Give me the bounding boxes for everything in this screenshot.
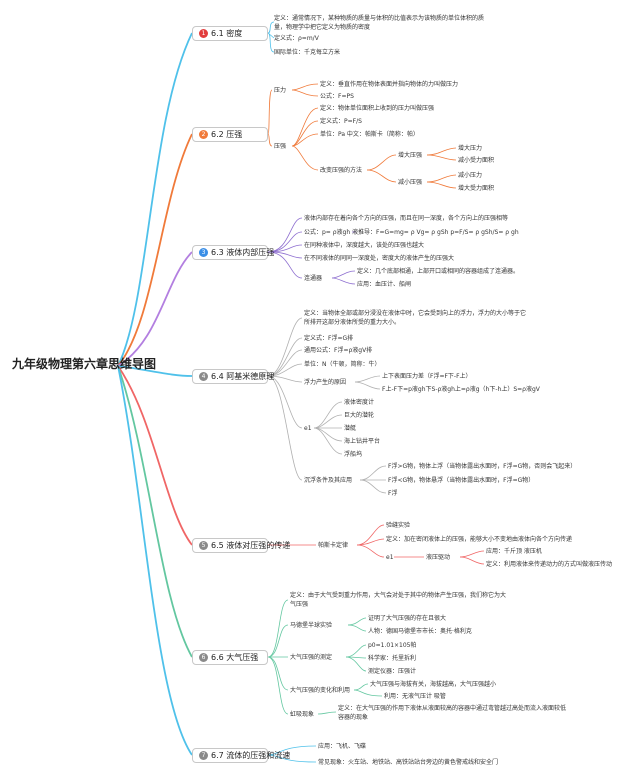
sink-float-condition: F浮<G物，物体悬浮（当物体露出水面时，F浮=G物）	[388, 477, 535, 484]
buoyancy-cause-item: 上下表面压力差（F浮=F下-F上）	[382, 373, 472, 380]
sink-float-condition: F浮>G物，物体上浮（当物体露出水面时，F浮=G物，否则会飞起来）	[388, 463, 577, 470]
measurement-item: 科学家：托里拆利	[368, 655, 417, 662]
hydraulic-drive-node: 液压驱动	[426, 554, 451, 561]
section-number-badge: 1	[199, 29, 208, 38]
buoyancy-general-formula: 通用公式：F浮=ρ液gV排	[304, 347, 373, 354]
connector-definition: 定义：几个底部相通，上部开口或相同的容器组成了连通器。	[357, 268, 520, 275]
pressure-change-item: 利用：无液气压计 吸管	[384, 693, 446, 700]
magdeburg-item: 证明了大气压强的存在且很大	[368, 615, 447, 622]
fluid-phenomenon: 常见现象：火车站、地铁站、高铁站站台旁边的黄色警戒线和安全门	[318, 759, 499, 766]
fluid-application: 应用：飞机、飞碟	[318, 743, 367, 750]
section-6-7-node[interactable]: 7 6.7 流体的压强和流速	[192, 748, 290, 763]
connector-application: 应用：血压计、船闸	[357, 281, 412, 288]
pressure-measurement-node: 大气压强的测定	[290, 654, 333, 661]
section-title: 6.1 密度	[211, 29, 243, 38]
section-title: 6.2 压强	[211, 130, 243, 139]
section-6-2-node[interactable]: 2 6.2 压强	[192, 127, 268, 142]
section-number-badge: 6	[199, 653, 208, 662]
pressure-formula: 定义式：P=F/S	[320, 118, 362, 125]
different-liquid-rule: 在不同液体的同同一深度处，密度大的液体产生的压强大	[304, 255, 455, 262]
liquid-pressure-derivation: 推导：F=G=mg= ρ Vg= ρ gSh p=F/S= ρ gSh/S= ρ…	[358, 229, 519, 236]
pascal-experiment: 验缝实验	[386, 522, 411, 529]
buoyancy-cause-item: F上-F下=p液gh下S-ρ液gh上=ρ液g（h下-h上）S=ρ液gV	[382, 386, 540, 393]
pressure-force-node: 压力	[274, 87, 287, 94]
application-item: 潜艇	[344, 425, 357, 432]
section-number-badge: 3	[199, 248, 208, 257]
siphon-definition: 定义：在大气压强的作用下液体从液面较高的容器中通过弯管越过高处而流入液面较低容器…	[338, 705, 567, 721]
application-item: 液体密度计	[344, 399, 375, 406]
increase-pressure: 增大压强	[398, 152, 423, 159]
measurement-item: 测定仪器：压强计	[368, 668, 417, 675]
section-6-6-node[interactable]: 6 6.6 大气压强	[192, 650, 268, 665]
magdeburg-experiment-node: 马德堡半球实验	[290, 622, 333, 629]
pascal-law-node: 帕斯卡定律	[318, 542, 349, 549]
increase-pressure-item: 减小受力面积	[458, 157, 495, 164]
density-definition: 定义：通常情况下，某种物质的质量与体积的比值表示为该物质的单位体积的质量，物理学…	[274, 15, 485, 31]
atmospheric-pressure-definition: 定义：由于大气受到重力作用，大气会对处于其中的物体产生压强，我们称它为大气压强	[290, 592, 507, 608]
buoyancy-unit: 单位：N（牛顿，简称：牛）	[304, 361, 381, 368]
liquid-pressure-description: 液体内部存在着向各个方向的压强，而且在同一深度，各个方向上的压强相等	[304, 215, 509, 222]
sink-float-conditions-node: 沉浮条件及其应用	[304, 477, 353, 484]
section-number-badge: 4	[199, 372, 208, 381]
buoyancy-application-node: e1	[304, 425, 312, 432]
pressure-change-item: 大气压强与海拔有关，海拔越高，大气压强越小	[370, 681, 497, 688]
application-item: 浮船坞	[344, 451, 363, 458]
buoyancy-cause-node: 浮力产生的原因	[304, 379, 347, 386]
measurement-item: p0=1.01×105帕	[368, 642, 417, 649]
pressure-force-definition: 定义：垂直作用在物体表面并指向物体的力叫做压力	[320, 81, 459, 88]
change-pressure-methods: 改变压强的方法	[320, 167, 363, 174]
connector-node: 连通器	[304, 275, 323, 282]
decrease-pressure-item: 减小压力	[458, 172, 483, 179]
buoyancy-definition: 定义：当物体全部或部分浸没在液体中时，它会受到向上的浮力，浮力的大小等于它所排开…	[304, 310, 527, 326]
section-title: 6.4 阿基米德原理	[211, 372, 275, 381]
section-title: 6.5 液体对压强的传递	[211, 541, 291, 550]
siphon-node: 虹吸现象	[290, 711, 315, 718]
magdeburg-item: 人物：德国马德堡市市长：奥托·格利克	[368, 628, 472, 635]
section-title: 6.3 液体内部压强	[211, 248, 275, 257]
density-formula: 定义式：ρ=m/V	[274, 35, 319, 42]
section-6-4-node[interactable]: 4 6.4 阿基米德原理	[192, 369, 274, 384]
section-title: 6.7 流体的压强和流速	[211, 751, 291, 760]
section-6-3-node[interactable]: 3 6.3 液体内部压强	[192, 245, 274, 260]
map-title: 九年级物理第六章思维导图	[12, 357, 157, 371]
liquid-pressure-formula: 公式：p= ρ液gh 液	[304, 229, 359, 236]
sink-float-condition: F浮	[388, 490, 398, 497]
section-6-1-node[interactable]: 1 6.1 密度	[192, 26, 268, 41]
same-liquid-rule: 在同种液体中，深度越大，该处的压强也越大	[304, 242, 425, 249]
pascal-e1-node: e1	[386, 554, 394, 561]
section-number-badge: 7	[199, 751, 208, 760]
section-number-badge: 5	[199, 541, 208, 550]
decrease-pressure: 减小压强	[398, 179, 423, 186]
section-title: 6.6 大气压强	[211, 653, 259, 662]
section-number-badge: 2	[199, 130, 208, 139]
pressure-change-node: 大气压强的变化和利用	[290, 687, 351, 694]
pressure-node: 压强	[274, 143, 287, 150]
hydraulic-application: 应用：千斤顶 液压机	[486, 548, 542, 555]
increase-pressure-item: 增大压力	[458, 145, 483, 152]
pressure-definition: 定义：物体单位面积上收到的压力叫做压强	[320, 105, 435, 112]
buoyancy-def-formula: 定义式：F浮=G排	[304, 335, 354, 342]
pascal-definition: 定义：加在密闭液体上的压强，能够大小不变地由液体向各个方向传递	[386, 536, 573, 543]
pressure-unit: 单位：Pa 中文：帕斯卡（简称：帕）	[320, 131, 419, 138]
application-item: 海上钻井平台	[344, 438, 381, 445]
density-unit: 国际单位：千克每立方米	[274, 49, 341, 56]
application-item: 巨大的潜轮	[344, 412, 375, 419]
section-6-5-node[interactable]: 5 6.5 液体对压强的传递	[192, 538, 290, 553]
hydraulic-definition: 定义：利用液体来传递动力的方式叫做液压传动	[486, 561, 613, 568]
pressure-force-formula: 公式：F=PS	[320, 93, 354, 100]
decrease-pressure-item: 增大受力面积	[458, 185, 495, 192]
